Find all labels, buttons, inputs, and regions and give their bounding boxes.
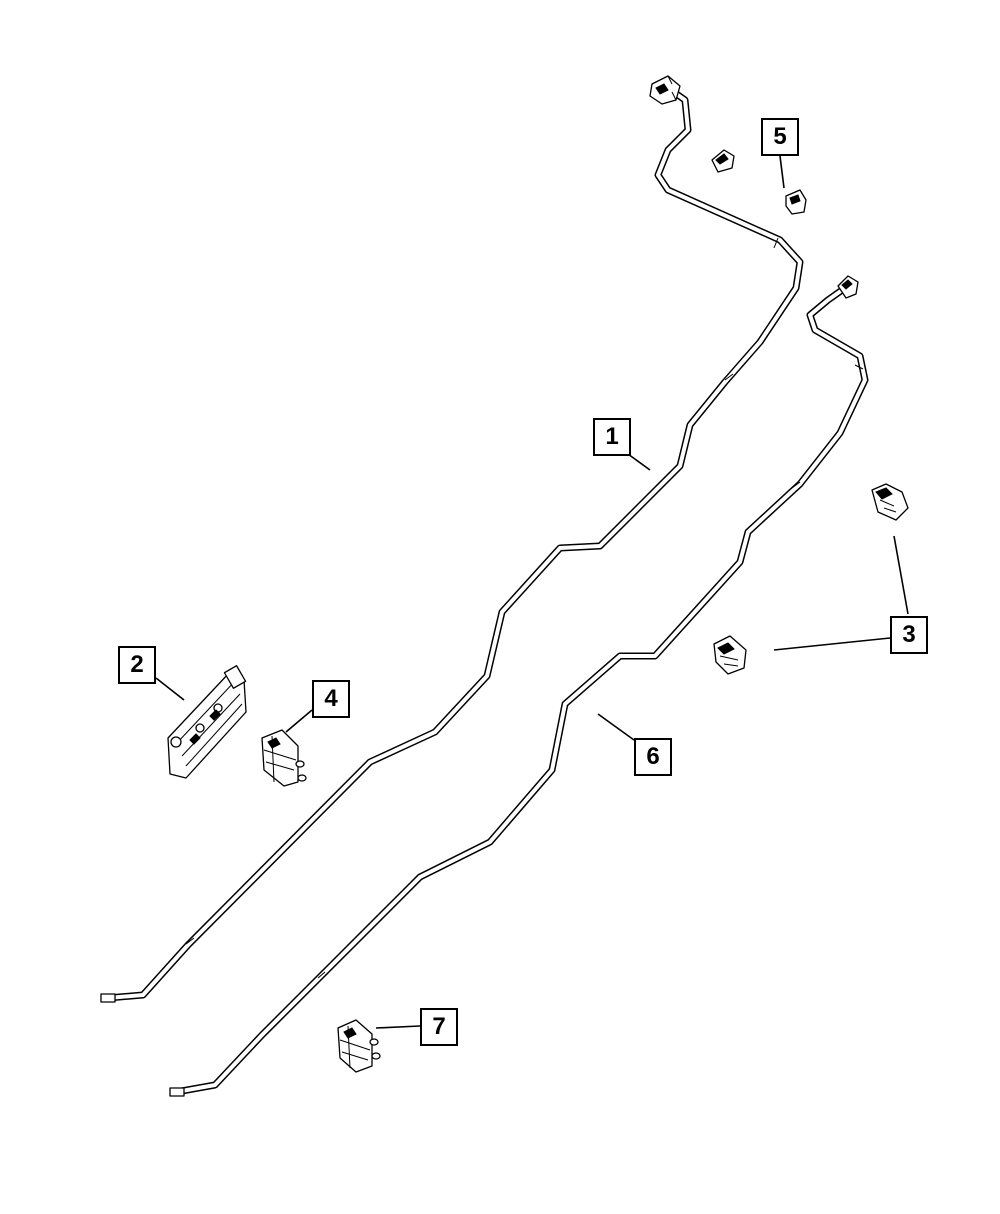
- tube-6-end-icon: [169, 1087, 185, 1097]
- tube-clip-icon-middle: [713, 635, 747, 675]
- tube-1-connector-icon: [649, 75, 681, 105]
- leader-6: [597, 713, 635, 741]
- callout-5-label: 5: [773, 123, 787, 150]
- leader-4: [285, 709, 313, 733]
- tube-1-end-icon: [100, 993, 116, 1003]
- tube-6-connector-icon: [837, 275, 859, 299]
- leader-7: [375, 1025, 421, 1029]
- callout-3: 3: [890, 616, 928, 654]
- tube-clip-icon-right: [871, 483, 909, 521]
- leader-3b: [773, 637, 891, 651]
- callout-1: 1: [593, 418, 631, 456]
- callout-7: 7: [420, 1008, 458, 1046]
- callout-3-label: 3: [902, 621, 916, 648]
- small-clip-icon: [785, 189, 807, 215]
- callout-2: 2: [118, 646, 156, 684]
- leader-1: [627, 453, 651, 471]
- tube-clip-upper-icon: [711, 149, 735, 173]
- fuel-tube-1: [104, 84, 804, 1002]
- callout-4: 4: [312, 680, 350, 718]
- leader-3a: [893, 535, 909, 615]
- leader-2: [155, 677, 185, 701]
- callout-4-label: 4: [324, 685, 338, 712]
- callout-2-label: 2: [130, 651, 144, 678]
- bracket-assembly-icon: [167, 665, 247, 779]
- tube-clip-with-studs-icon-7: [337, 1019, 381, 1073]
- callout-1-label: 1: [605, 423, 619, 450]
- callout-5: 5: [761, 118, 799, 156]
- callout-6-label: 6: [646, 743, 660, 770]
- fuel-tube-6: [172, 284, 869, 1096]
- leader-5: [779, 155, 785, 189]
- callout-6: 6: [634, 738, 672, 776]
- tube-clip-with-studs-icon-4: [261, 729, 307, 787]
- callout-7-label: 7: [432, 1013, 446, 1040]
